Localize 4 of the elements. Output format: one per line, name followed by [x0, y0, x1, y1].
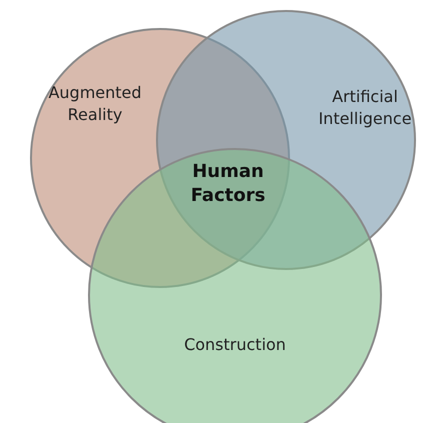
- circle-label: Construction: [183, 334, 287, 356]
- circle-label: Augmented Reality: [47, 82, 143, 126]
- circle-label: Artificial Intelligence: [317, 86, 413, 130]
- intersection-label: Human Factors: [190, 160, 266, 208]
